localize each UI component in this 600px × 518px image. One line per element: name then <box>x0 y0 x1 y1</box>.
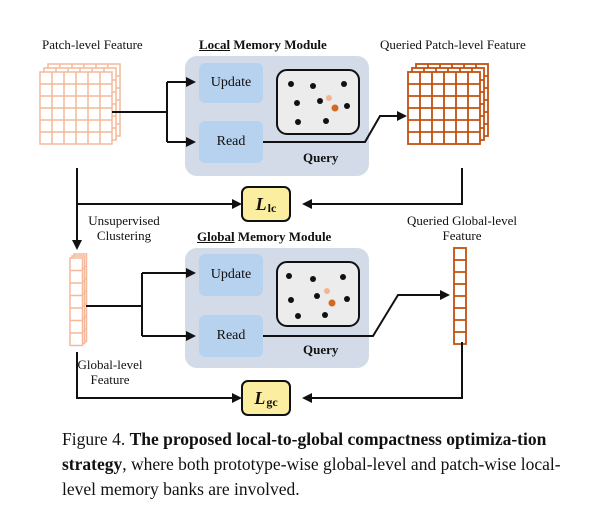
queried-global-level-feature-label: Queried Global-level Feature <box>400 213 524 243</box>
loss-global-subscript: gc <box>266 394 278 409</box>
queried-global-line-1: Queried Global-level <box>406 213 518 228</box>
unsupervised-line-1: Unsupervised <box>88 213 160 228</box>
unsupervised-clustering-label: Unsupervised Clustering <box>80 213 168 243</box>
queried-global-level-feature-column <box>453 247 467 345</box>
queried-patch-level-feature-grid <box>407 63 489 145</box>
global-level-feature-label: Global-level Feature <box>70 357 150 387</box>
queried-patch-level-feature-label: Queried Patch-level Feature <box>380 37 526 52</box>
global-feature-line-2: Feature <box>90 372 130 387</box>
global-module-prefix: Global <box>197 229 235 244</box>
figure-caption: Figure 4. The proposed local-to-global c… <box>62 427 562 502</box>
global-query-label: Query <box>303 342 339 357</box>
unsupervised-line-2: Clustering <box>96 228 152 243</box>
local-update-button[interactable]: Update <box>199 63 263 103</box>
memory-bank-dots-icon <box>288 81 350 125</box>
local-memory-module-title: Local Memory Module <box>199 37 327 52</box>
global-update-button[interactable]: Update <box>199 254 263 296</box>
memory-bank-dots-icon <box>286 273 350 319</box>
local-query-label: Query <box>303 150 339 165</box>
global-read-button[interactable]: Read <box>199 315 263 357</box>
local-module-suffix: Memory Module <box>230 37 327 52</box>
global-module-suffix: Memory Module <box>234 229 332 244</box>
local-connectors <box>72 77 463 250</box>
global-connectors <box>76 268 463 403</box>
loss-local-symbol: L <box>255 193 267 214</box>
queried-global-line-2: Feature <box>442 228 482 243</box>
loss-local-subscript: lc <box>267 200 277 215</box>
global-level-feature-column <box>69 253 88 347</box>
loss-global-symbol: L <box>254 387 266 408</box>
patch-level-feature-label: Patch-level Feature <box>42 37 143 52</box>
caption-title: The proposed local-to-global compactness… <box>62 429 547 474</box>
global-feature-line-1: Global-level <box>77 357 143 372</box>
patch-level-feature-grid <box>39 63 121 145</box>
global-memory-module-title: Global Memory Module <box>197 229 331 244</box>
caption-figure-label: Figure 4. <box>62 429 126 449</box>
caption-body: , where both prototype-wise global-level… <box>62 454 561 499</box>
local-read-button[interactable]: Read <box>199 121 263 163</box>
local-module-prefix: Local <box>199 37 231 52</box>
